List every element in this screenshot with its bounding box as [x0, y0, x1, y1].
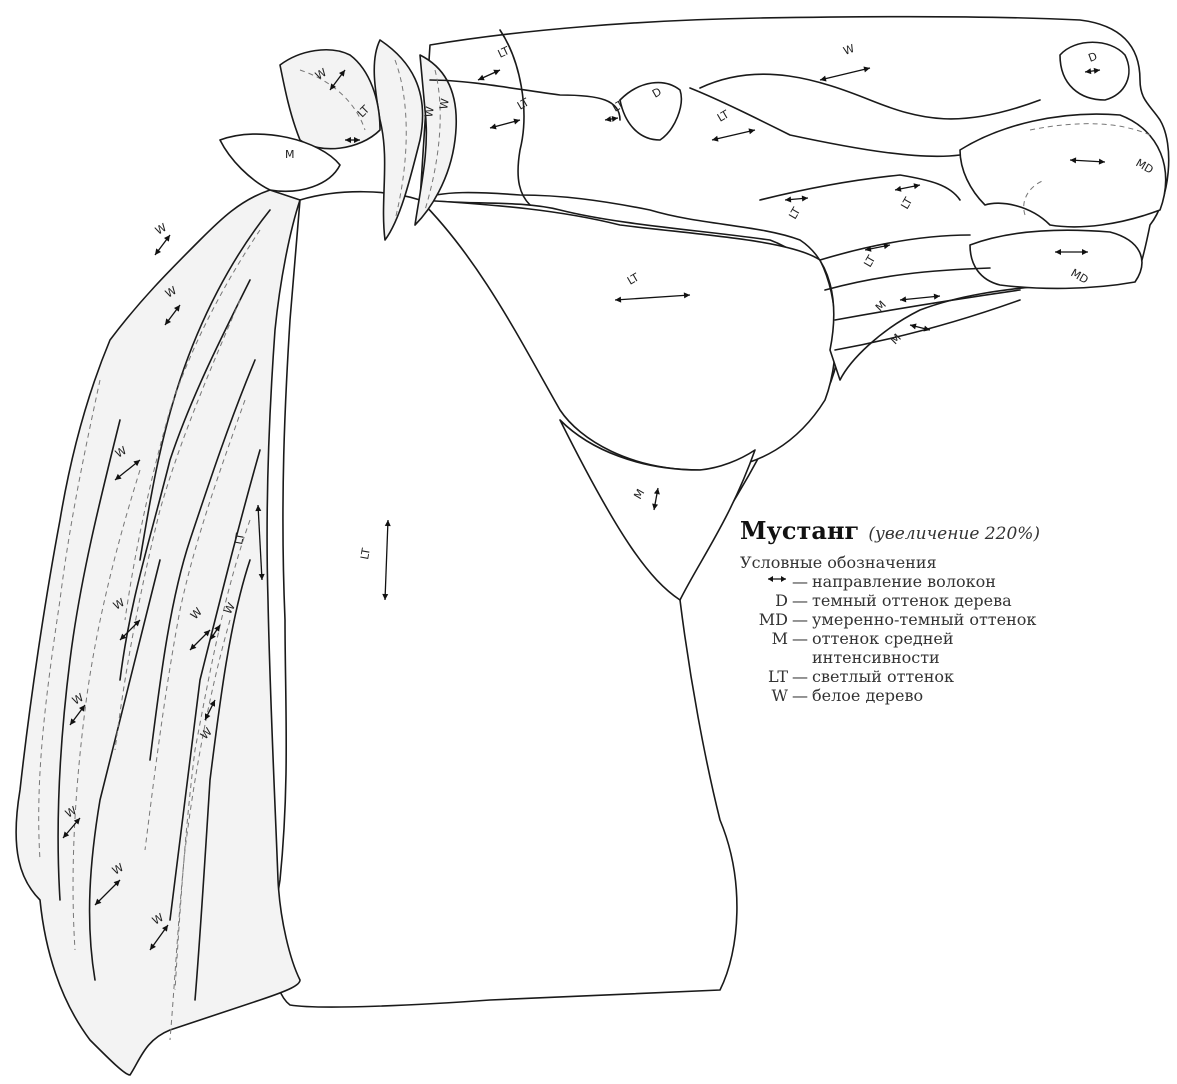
lower-lip-outline [970, 230, 1142, 288]
legend-subtitle: (увеличение 220%) [868, 524, 1040, 544]
legend: Мустанг (увеличение 220%) Условные обозн… [740, 516, 1160, 705]
legend-desc: умеренно-темный оттенок [812, 610, 1160, 629]
legend-key: MD [740, 610, 788, 629]
legend-item: D — темный оттенок дерева [740, 591, 1160, 610]
legend-item: MD — умеренно-темный оттенок [740, 610, 1160, 629]
arrow-icon [766, 575, 788, 583]
grain-arrowhead [155, 248, 161, 255]
legend-desc: белое дерево [812, 686, 1160, 705]
grain-arrowhead [164, 235, 170, 242]
legend-title-line: Мустанг (увеличение 220%) [740, 516, 1160, 545]
legend-heading: Условные обозначения [740, 553, 1160, 572]
legend-desc: направление волокон [812, 572, 1160, 591]
legend-key: LT [740, 667, 788, 686]
region-label: M [285, 148, 295, 161]
legend-item: LT — светлый оттенок [740, 667, 1160, 686]
legend-key: D [740, 591, 788, 610]
legend-item: M — оттенок средней интенсивности [740, 629, 1160, 667]
legend-key: M [740, 629, 788, 667]
legend-item: — направление волокон [740, 572, 1160, 591]
legend-key: W [740, 686, 788, 705]
grain-arrowhead [910, 324, 917, 330]
legend-desc: темный оттенок дерева [812, 591, 1160, 610]
mane-outline [16, 190, 300, 1075]
legend-item: W — белое дерево [740, 686, 1160, 705]
region-label: W [153, 221, 169, 238]
legend-arrow-key [740, 572, 788, 591]
legend-desc: светлый оттенок [812, 667, 1160, 686]
ear-outline [280, 50, 380, 149]
legend-title: Мустанг [740, 516, 859, 545]
region-label: M [888, 331, 904, 347]
legend-desc: оттенок средней интенсивности [812, 629, 1032, 667]
